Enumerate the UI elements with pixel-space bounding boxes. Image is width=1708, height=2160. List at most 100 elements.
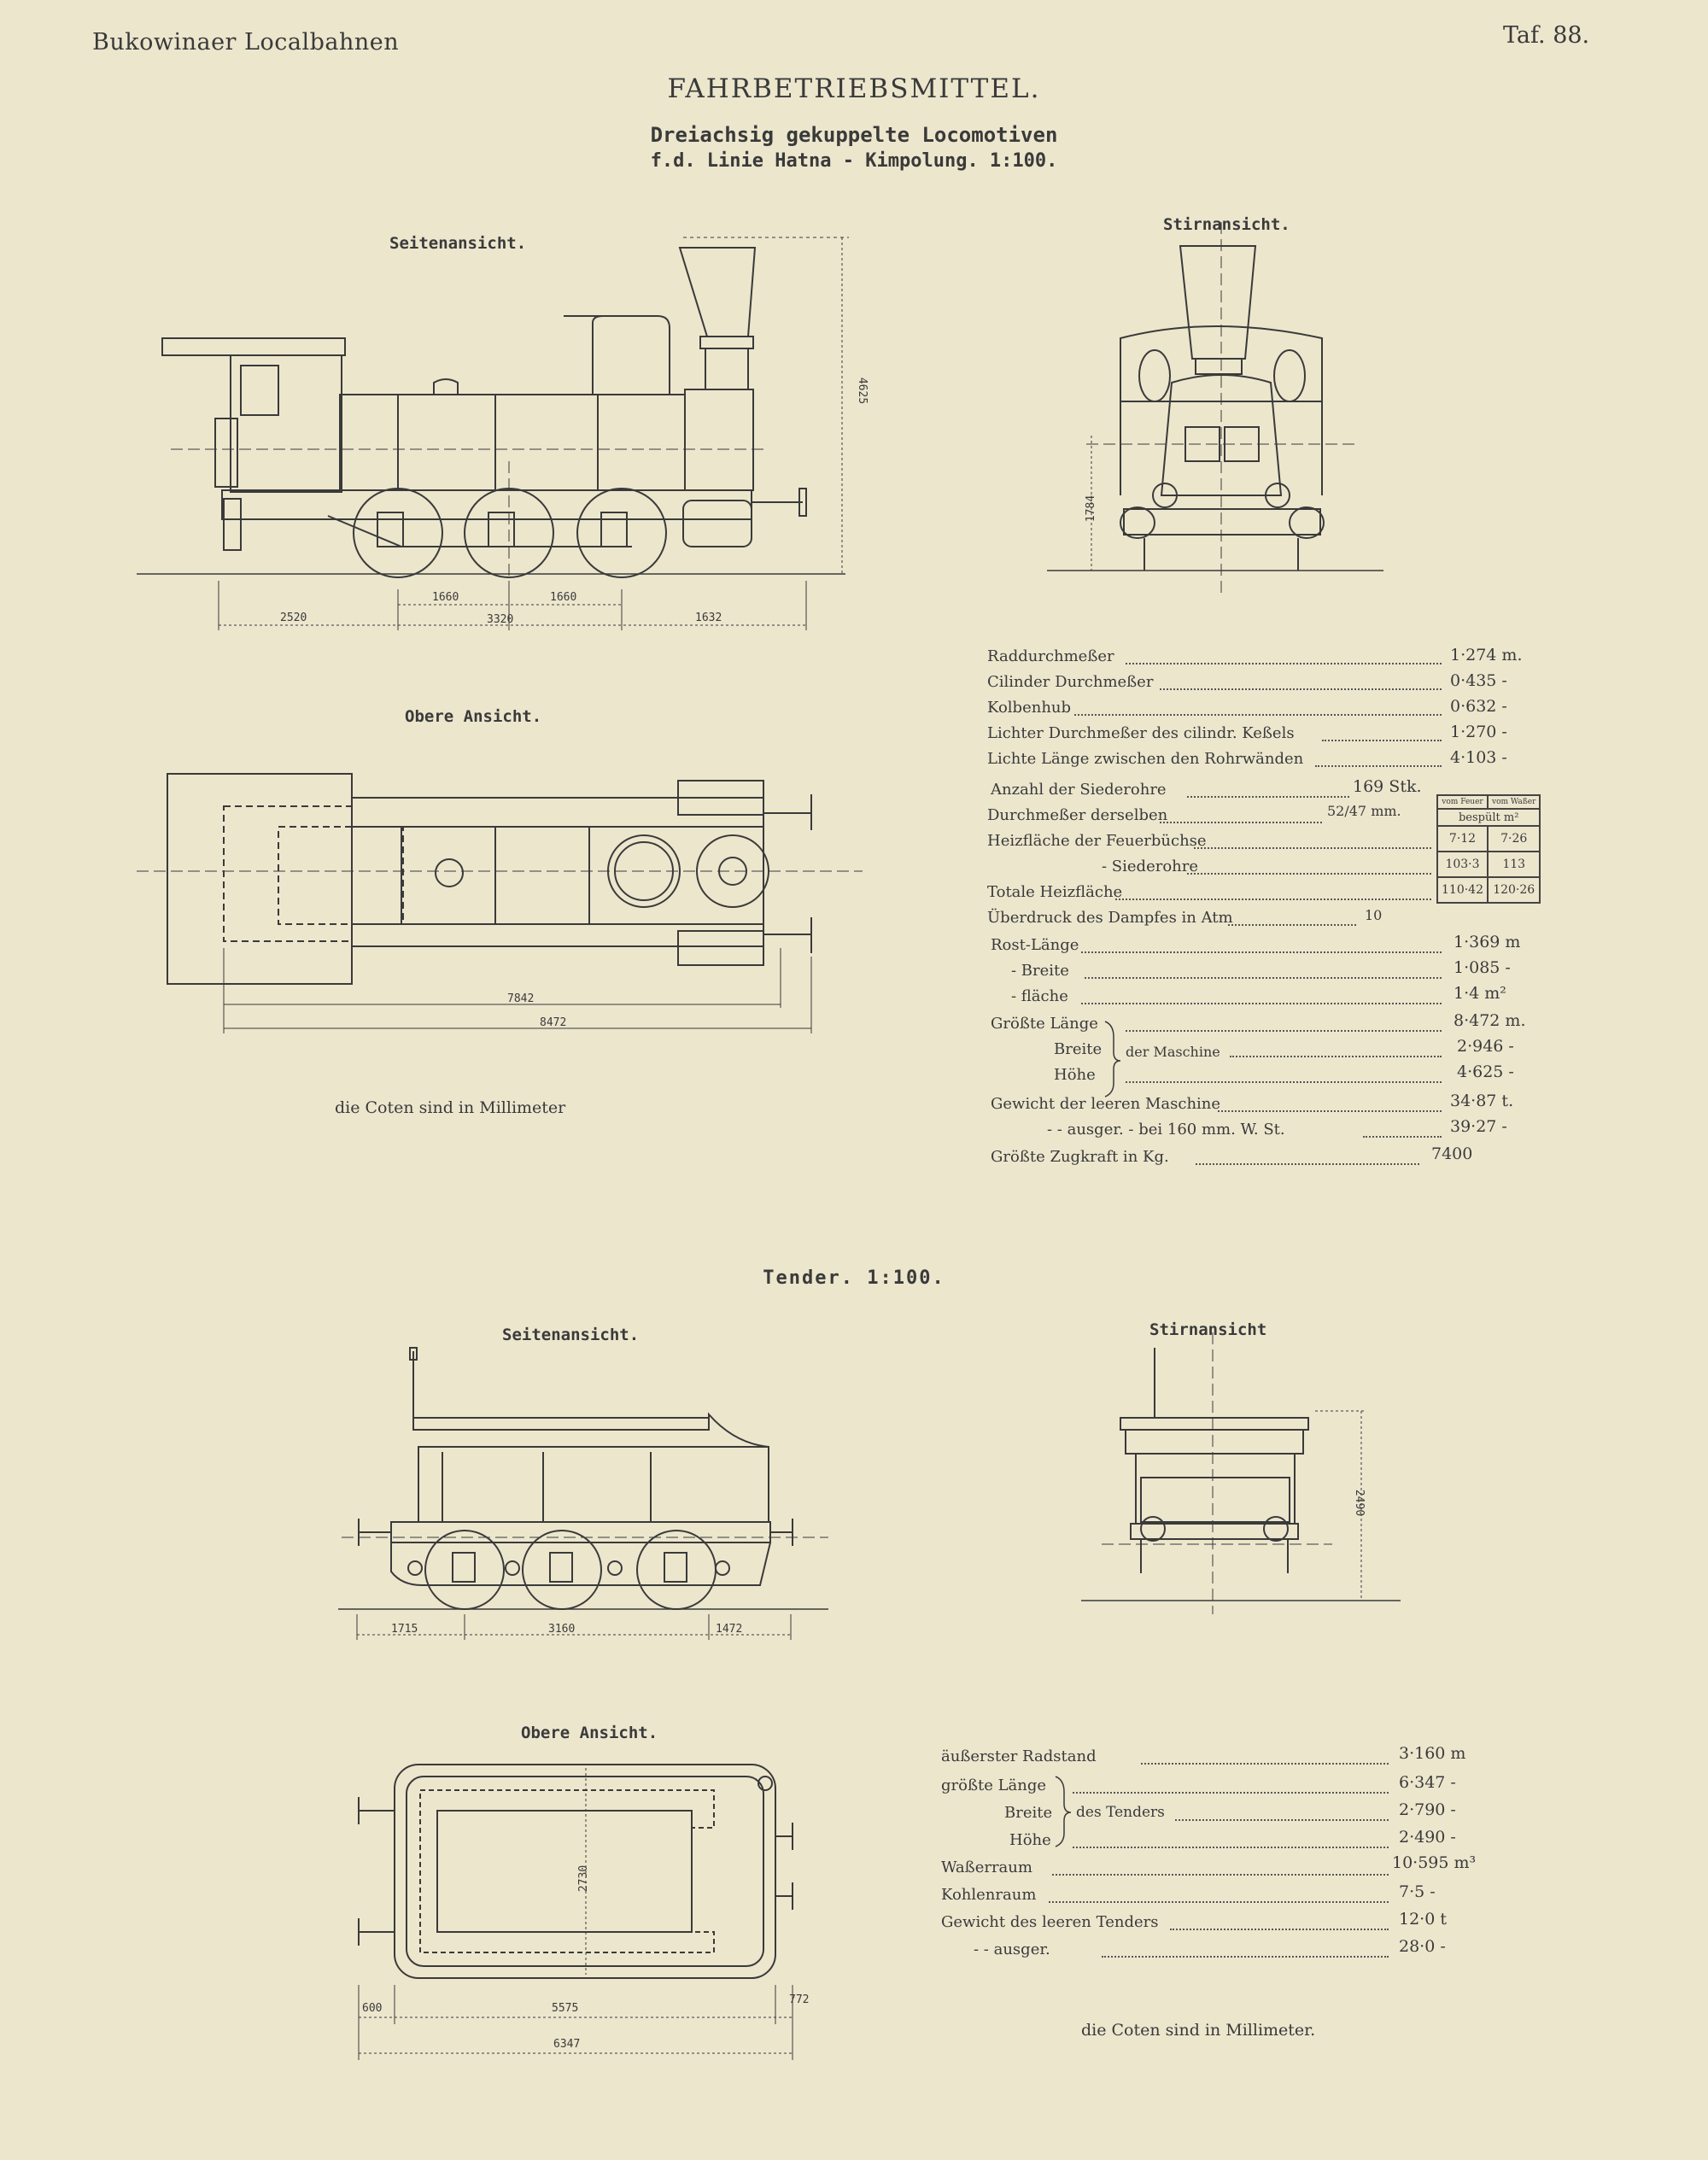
spec-label: Höhe [1054,1066,1096,1084]
spec-label: äußerster Radstand [941,1747,1097,1765]
dim-tender-6347: 6347 [553,2038,581,2051]
spec-label: größte Länge [941,1777,1047,1794]
spec-value: 1·270 - [1450,723,1507,741]
spec-value: 52/47 mm. [1327,803,1401,819]
subtitle-line: f.d. Linie Hatna - Kimpolung. 1:100. [650,150,1058,172]
table-header: vom Waßer [1486,794,1541,810]
spec-label: Waßerraum [941,1859,1032,1876]
dim-tender-front: 1472 [716,1623,743,1636]
spec-label: Überdruck des Dampfes in Atm [987,909,1233,927]
spec-value: 1·274 m. [1450,646,1523,664]
spec-value: 34·87 t. [1450,1092,1514,1110]
table-header: vom Feuer [1436,794,1489,810]
spec-label: Breite [1054,1040,1103,1058]
spec-label: Lichter Durchmeßer des cilindr. Keßels [987,724,1295,742]
spec-label: Kolbenhub [987,699,1072,717]
spec-label: - Siederohre [1102,858,1199,875]
spec-value: 2·946 - [1457,1037,1514,1056]
tender-top-drawing [358,1764,793,2060]
spec-value: 28·0 - [1399,1937,1446,1956]
table-cell: 103·3 [1436,851,1489,878]
spec-label: - Breite [1011,962,1069,980]
spec-value: 2·790 - [1399,1800,1456,1819]
table-cell: 110·42 [1436,876,1489,904]
loco-side-view-label: Seitenansicht. [389,234,527,253]
spec-value: 6·347 - [1399,1773,1456,1792]
spec-value: 1·369 m [1454,933,1521,951]
tender-side-drawing [338,1347,828,1640]
dim-tender-height: 2490 [1353,1489,1366,1517]
dim-tender-wheelbase: 3160 [548,1623,576,1636]
spec-value: 2·490 - [1399,1828,1456,1847]
spec-label: Anzahl der Siederohre [991,781,1167,799]
spec-label: Gewicht der leeren Maschine [991,1095,1221,1113]
spec-label: Kohlenraum [941,1886,1037,1904]
table-subheader: bespült m² [1436,808,1541,827]
tender-top-view-label: Obere Ansicht. [521,1724,658,1742]
spec-label: Totale Heizfläche [987,883,1123,901]
dim-loco-total-wheelbase: 3320 [487,613,514,626]
spec-label: - - ausger. [974,1940,1050,1958]
plate-number: Taf. 88. [1503,22,1590,49]
spec-label: Höhe [1009,1831,1051,1849]
table-cell: 120·26 [1486,876,1541,904]
loco-front-view-label: Stirnansicht. [1163,215,1290,234]
spec-value: 0·435 - [1450,671,1507,690]
loco-top-view-label: Obere Ansicht. [405,707,542,726]
tender-side-view-label: Seitenansicht. [502,1326,640,1344]
spec-value: 3·160 m [1399,1744,1466,1763]
spec-label: - - ausger. - bei 160 mm. W. St. [1047,1121,1285,1139]
dim-tender-rear: 1715 [391,1623,418,1636]
subtitle-locomotive: Dreiachsig gekuppelte Locomotiven [650,123,1058,147]
spec-value: 8·472 m. [1454,1011,1526,1030]
dim-loco-top-7842: 7842 [507,992,535,1005]
spec-label: Raddurchmeßer [987,647,1114,665]
spec-value: 0·632 - [1450,697,1507,716]
spec-label: - fläche [1011,987,1068,1005]
spec-value: 169 Stk. [1353,777,1422,796]
spec-value: 4·103 - [1450,748,1507,767]
spec-value: 10 [1365,907,1383,923]
spec-label: Rost-Länge [991,936,1079,954]
spec-value: 1·085 - [1454,958,1511,977]
tender-title: Tender. 1:100. [763,1267,945,1289]
spec-label: Cilinder Durchmeßer [987,673,1154,691]
tender-units-note: die Coten sind in Millimeter. [1081,2021,1316,2040]
dim-loco-top-8472: 8472 [540,1016,567,1029]
dim-loco-rear-overhang: 2520 [280,612,307,624]
spec-label: Durchmeßer derselben [987,806,1168,824]
spec-label: Lichte Länge zwischen den Rohrwänden [987,750,1304,768]
loco-top-drawing [137,773,863,1033]
spec-value: 10·595 m³ [1392,1853,1477,1872]
brace-label-maschine: der Maschine [1126,1044,1220,1060]
dim-tender-width: 2730 [577,1864,591,1893]
dim-tender-772: 772 [789,1993,810,2006]
spec-label: Größte Zugkraft in Kg. [991,1148,1169,1166]
spec-value: 7·5 - [1399,1882,1436,1901]
loco-spec-brace [1104,1021,1121,1098]
heating-surface-table: vom Feuer vom Waßer bespült m² 7·12 7·26… [1436,794,1541,904]
table-cell: 113 [1486,851,1541,878]
spec-value: 39·27 - [1450,1117,1507,1136]
spec-value: 1·4 m² [1454,984,1506,1003]
dim-loco-wheelbase-1: 1660 [432,591,459,604]
spec-value: 4·625 - [1457,1062,1514,1081]
loco-side-drawing [137,237,849,630]
spec-label: Gewicht des leeren Tenders [941,1913,1159,1931]
page-title: FAHRBETRIEBSMITTEL. [667,73,1041,104]
loco-units-note: die Coten sind in Millimeter [335,1098,566,1117]
spec-value: 7400 [1431,1144,1473,1163]
dim-loco-front-width: 1784 [1085,495,1098,523]
tender-front-drawing [1081,1332,1401,1614]
dim-loco-wheelbase-2: 1660 [550,591,577,604]
spec-label: Größte Länge [991,1015,1098,1033]
table-cell: 7·26 [1486,825,1541,852]
railway-name: Bukowinaer Localbahnen [92,29,400,56]
dim-tender-5575: 5575 [552,2002,579,2015]
loco-front-drawing [1047,222,1383,598]
tender-front-view-label: Stirnansicht [1149,1320,1267,1339]
spec-value: 12·0 t [1399,1910,1447,1929]
tender-spec-brace [1055,1776,1072,1847]
dim-loco-height: 4625 [856,377,869,405]
